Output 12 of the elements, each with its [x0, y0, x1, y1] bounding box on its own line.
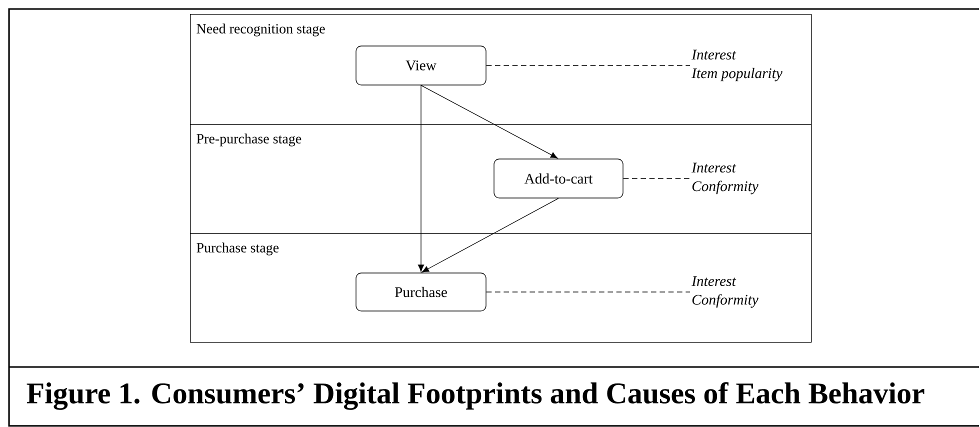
- process-box: Purchase: [356, 272, 486, 312]
- figure-caption: Figure 1. Consumers’ Digital Footprints and Causes of Each Behavior: [26, 382, 924, 410]
- process-box: Add-to-cart: [494, 158, 624, 198]
- dashed-connector: [486, 65, 690, 66]
- cause-text: Interest Conformity: [692, 276, 758, 308]
- cause-text: Interest Conformity: [692, 162, 758, 194]
- arrow: [418, 85, 424, 272]
- dashed-connector: [623, 178, 690, 179]
- arrow: [422, 198, 559, 272]
- process-box: View: [356, 46, 486, 86]
- cause-text: Interest Item popularity: [692, 50, 782, 82]
- arrow: [420, 85, 558, 158]
